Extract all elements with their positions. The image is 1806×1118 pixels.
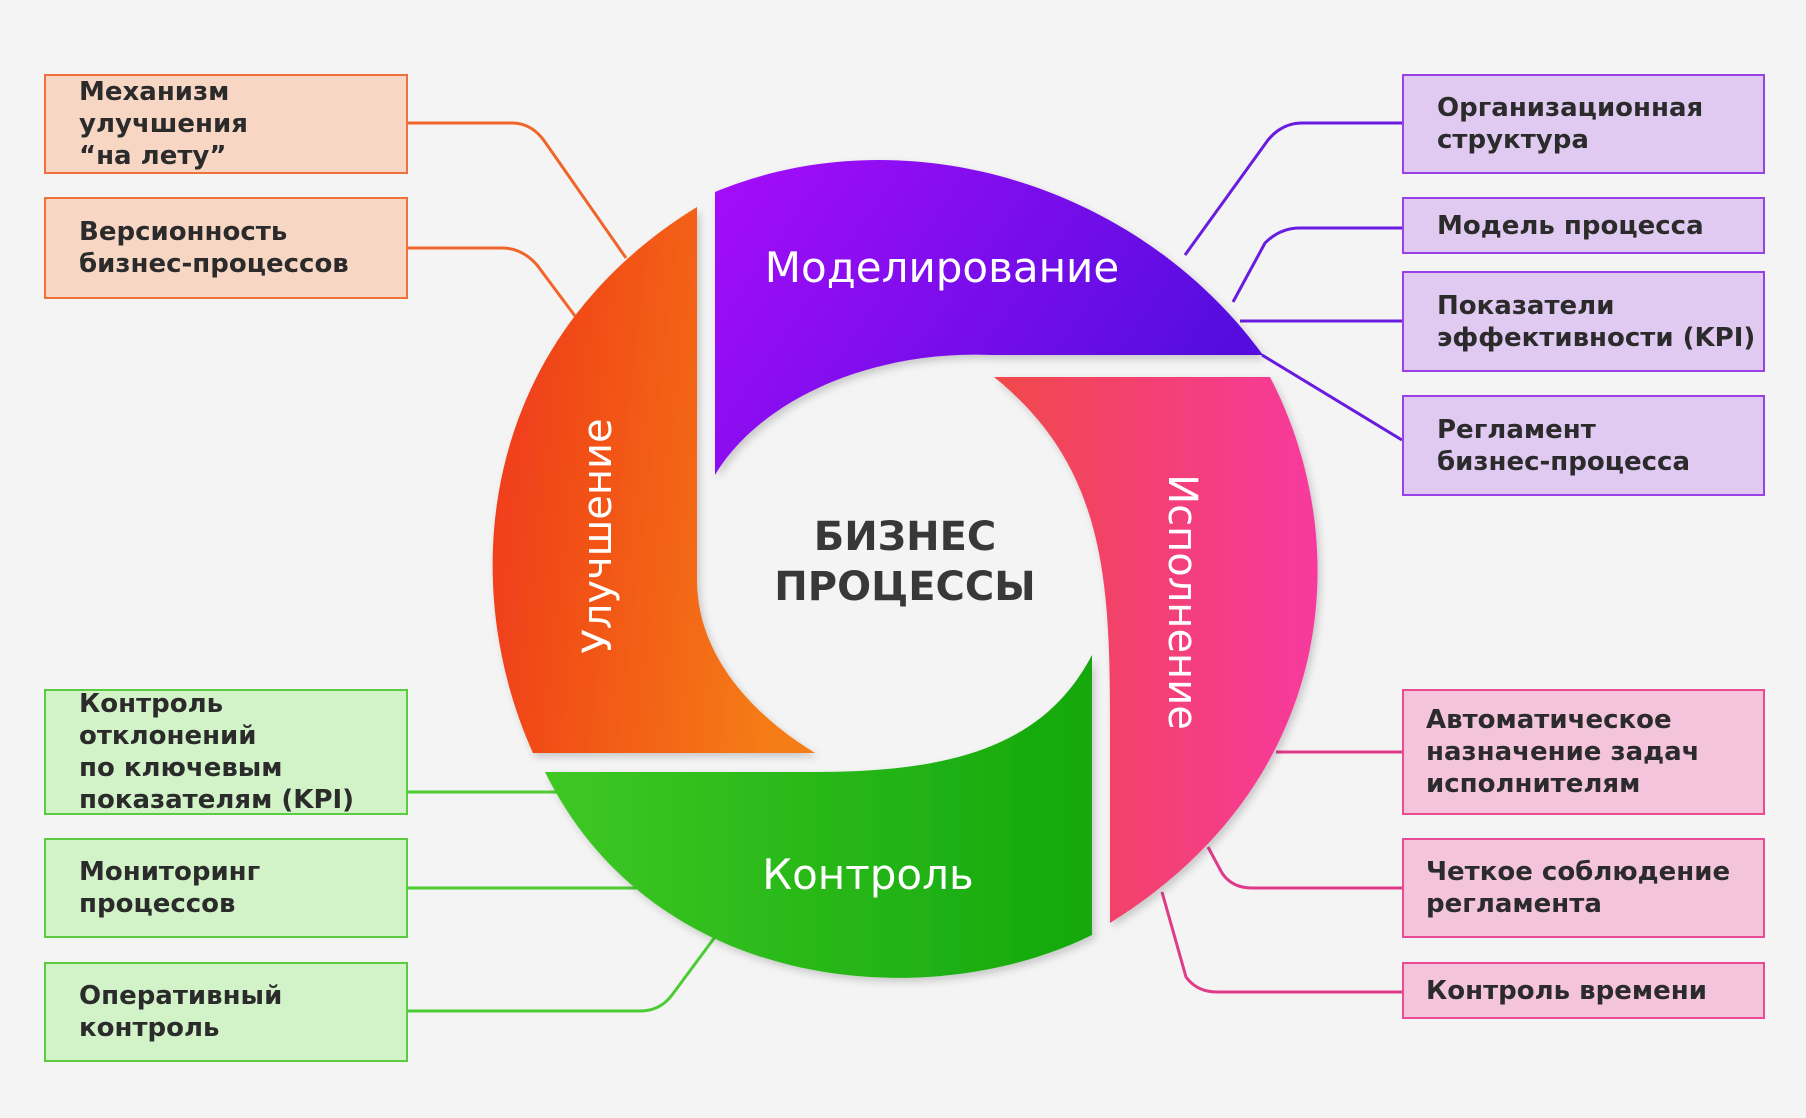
connector-line: [408, 121, 628, 259]
execution-label: Исполнение: [1159, 474, 1205, 730]
improvement-label: Улучшение: [575, 418, 621, 653]
box-control-kpi-deviations: Контроль отклонений по ключевым показате…: [44, 689, 408, 815]
control-segment: [545, 655, 1092, 978]
connector-line: [1206, 846, 1402, 890]
box-improvement-on-the-fly: Механизм улучшения “на лету”: [44, 74, 408, 174]
connector-line: [1160, 891, 1402, 994]
box-control-monitoring: Мониторинг процессов: [44, 838, 408, 938]
box-execution-compliance: Четкое соблюдение регламента: [1402, 838, 1765, 938]
box-modeling-kpi: Показатели эффективности (KPI): [1402, 271, 1765, 372]
center-title: БИЗНЕС ПРОЦЕССЫ: [774, 514, 1036, 610]
connector-line: [408, 246, 577, 317]
box-execution-time-control: Контроль времени: [1402, 962, 1765, 1019]
box-execution-auto-assign: Автоматическое назначение задач исполнит…: [1402, 689, 1765, 815]
box-modeling-regulation: Регламент бизнес-процесса: [1402, 395, 1765, 496]
modeling-segment: [715, 160, 1263, 475]
improvement-segment: [492, 207, 815, 753]
box-modeling-org-structure: Организационная структура: [1402, 74, 1765, 174]
box-improvement-versioning: Версионность бизнес-процессов: [44, 197, 408, 299]
connector-line: [1231, 226, 1402, 303]
execution-segment: [994, 377, 1318, 923]
control-label: Контроль: [762, 850, 973, 899]
connector-line: [408, 936, 717, 1013]
box-control-operational: Оперативный контроль: [44, 962, 408, 1062]
connector-line: [1183, 121, 1402, 256]
connector-line: [1261, 353, 1403, 442]
box-modeling-process-model: Модель процесса: [1402, 197, 1765, 254]
modeling-label: Моделирование: [765, 243, 1119, 292]
